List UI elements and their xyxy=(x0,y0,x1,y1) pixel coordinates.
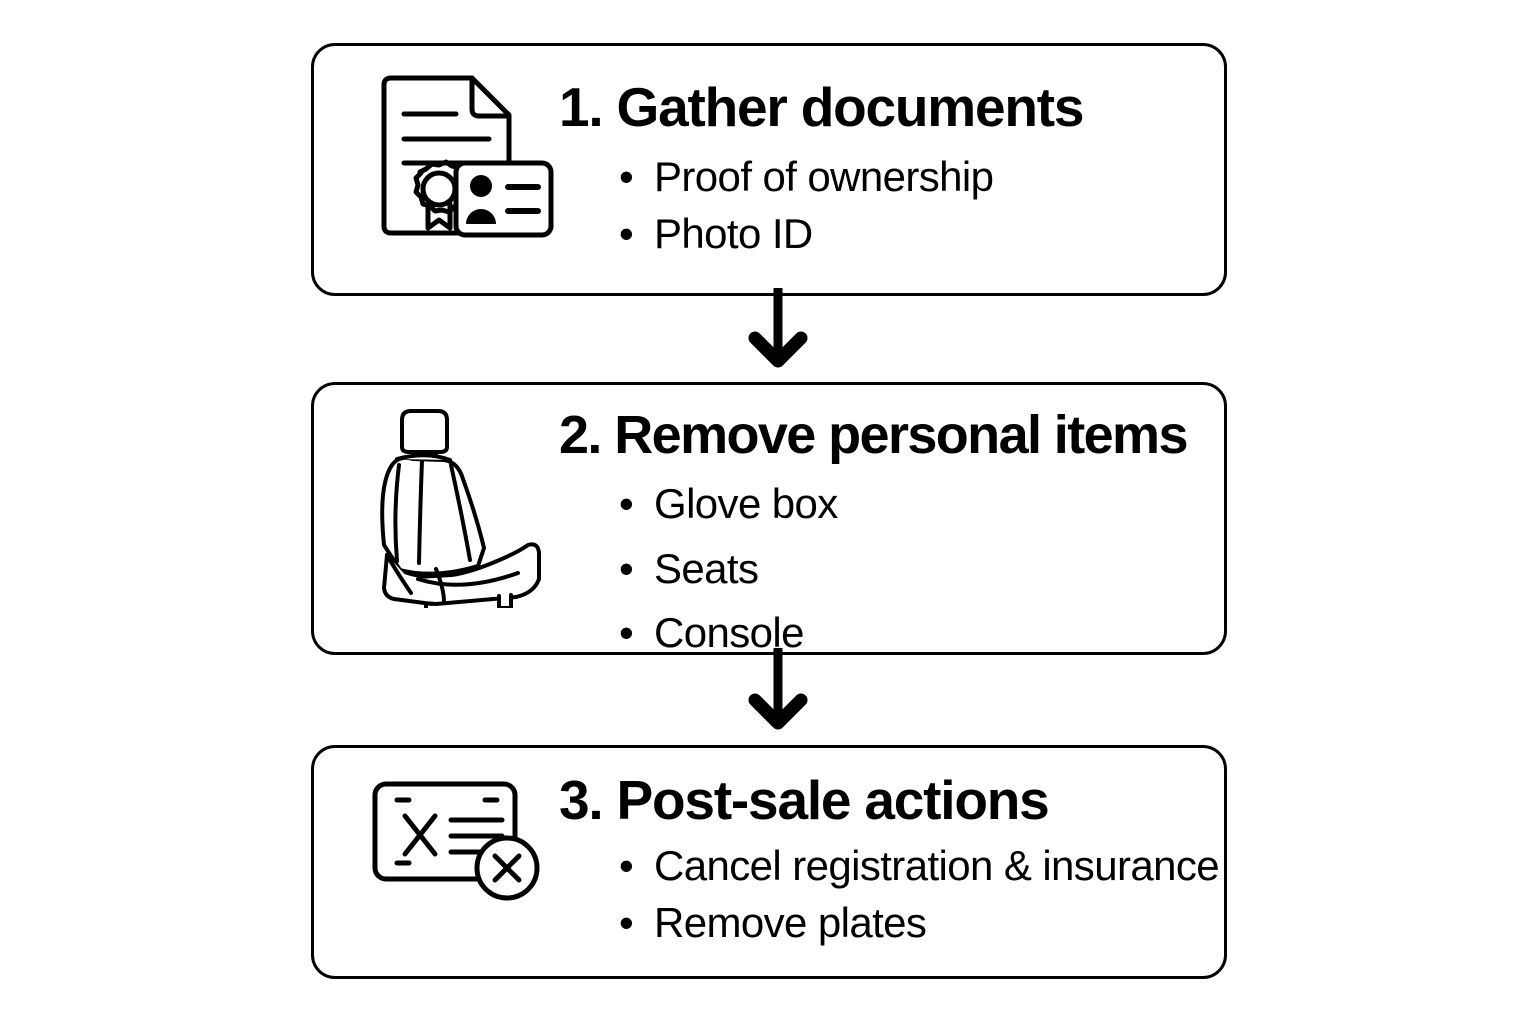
step-bullets-1: • Proof of ownership • Photo ID xyxy=(619,150,1249,261)
step-card-2: 2. Remove personal items • Glove box • S… xyxy=(311,382,1227,656)
documents-certificate-id-icon xyxy=(381,75,554,238)
list-item: • Photo ID xyxy=(619,207,1249,262)
step-bullets-2: • Glove box • Seats • Console xyxy=(619,477,1249,661)
step-card-3: 3. Post-sale actions • Cancel registrati… xyxy=(311,745,1227,979)
bullet-label: Proof of ownership xyxy=(654,153,994,201)
step-content-2: 2. Remove personal items • Glove box • S… xyxy=(559,407,1249,671)
step-title-1: 1. Gather documents xyxy=(559,76,1084,138)
step-bullets-3: • Cancel registration & insurance • Remo… xyxy=(619,839,1259,950)
bullet-dot-icon: • xyxy=(619,480,634,528)
step-content-1: 1. Gather documents • Proof of ownership… xyxy=(559,76,1249,263)
bullet-label: Glove box xyxy=(654,480,838,528)
list-item: • Remove plates xyxy=(619,896,1259,951)
car-seat-icon xyxy=(380,409,541,608)
arrow-step2-to-step3-icon xyxy=(748,648,808,730)
bullet-dot-icon: • xyxy=(619,609,634,657)
step-title-3: 3. Post-sale actions xyxy=(559,769,1050,831)
step-title-2: 2. Remove personal items xyxy=(559,405,1188,465)
step-card-1: 1. Gather documents • Proof of ownership… xyxy=(311,43,1227,296)
list-item: • Glove box xyxy=(619,477,1249,532)
bullet-dot-icon: • xyxy=(619,842,634,890)
bullet-label: Photo ID xyxy=(654,209,813,257)
list-item: • Cancel registration & insurance xyxy=(619,839,1259,894)
arrow-step1-to-step2-icon xyxy=(748,288,808,368)
bullet-label: Seats xyxy=(654,544,759,592)
bullet-label: Cancel registration & insurance xyxy=(654,842,1220,890)
list-item: • Proof of ownership xyxy=(619,150,1249,205)
bullet-dot-icon: • xyxy=(619,153,634,201)
bullet-label: Remove plates xyxy=(654,898,927,946)
list-item: • Seats xyxy=(619,542,1249,597)
bullet-dot-icon: • xyxy=(619,209,634,257)
bullet-dot-icon: • xyxy=(619,898,634,946)
list-item: • Console xyxy=(619,606,1249,661)
license-plate-cancel-icon xyxy=(372,781,540,901)
step-content-3: 3. Post-sale actions • Cancel registrati… xyxy=(559,769,1259,952)
bullet-dot-icon: • xyxy=(619,544,634,592)
